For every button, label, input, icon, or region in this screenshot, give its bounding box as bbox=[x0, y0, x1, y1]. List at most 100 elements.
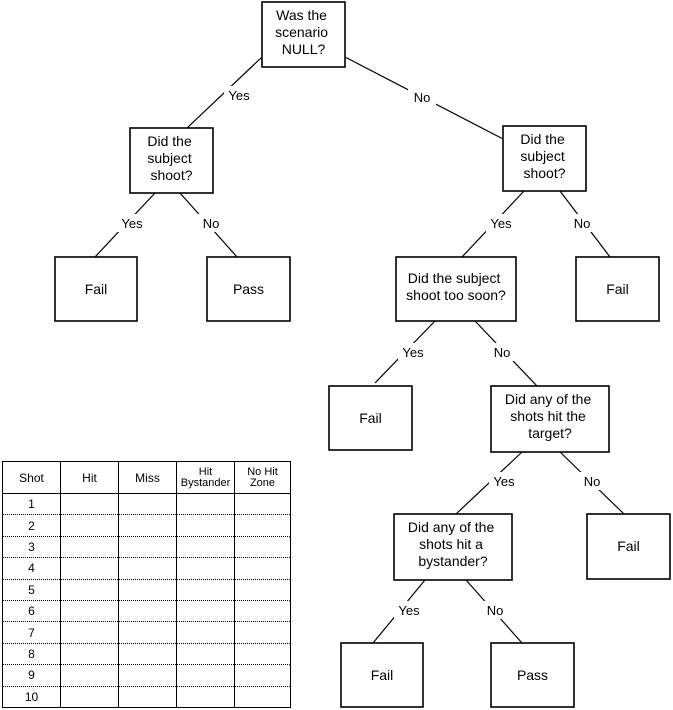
hit-cell bbox=[60, 493, 119, 516]
table-row: 8 bbox=[2, 643, 291, 666]
miss-cell bbox=[118, 664, 177, 687]
hit-bystander-cell bbox=[176, 493, 235, 516]
table-row: 3 bbox=[2, 536, 291, 559]
node-text-line: scenario bbox=[275, 24, 328, 40]
miss-cell bbox=[118, 557, 177, 580]
hit-cell bbox=[60, 643, 119, 666]
miss-cell bbox=[118, 493, 177, 516]
table-row: 10 bbox=[2, 686, 291, 708]
miss-cell bbox=[118, 514, 177, 537]
no-hit-zone-cell bbox=[234, 643, 291, 666]
table-row: 6 bbox=[2, 600, 291, 623]
no-hit-zone-cell bbox=[234, 579, 291, 601]
node-text-line: shots hit the bbox=[510, 408, 586, 424]
node-fail-label: Fail bbox=[85, 281, 108, 297]
svg-text:Did the subject shoot to: Did the subject shoot too soon? bbox=[406, 270, 506, 303]
node-text-line: NULL? bbox=[282, 41, 326, 57]
node-text-line: shots hit a bbox=[419, 536, 483, 552]
shot-number: 4 bbox=[2, 557, 61, 580]
hit-bystander-cell bbox=[176, 621, 235, 644]
svg-text:Did the subject sh: Did the subject shoot? bbox=[147, 133, 195, 183]
node-text-line: Did any of the bbox=[408, 519, 495, 535]
hit-cell bbox=[60, 536, 119, 559]
edge-label-yes: Yes bbox=[121, 216, 143, 231]
shot-number: 9 bbox=[2, 664, 61, 687]
header-line: Zone bbox=[249, 476, 276, 489]
hit-cell bbox=[60, 664, 119, 687]
node-hit-target: Did any of the shots hit the target? bbox=[490, 385, 610, 453]
node-text-line: Did any of the bbox=[505, 391, 592, 407]
node-fail-b: Fail bbox=[575, 256, 660, 322]
node-pass-a: Pass bbox=[206, 256, 291, 322]
node-fail-label: Fail bbox=[371, 667, 394, 683]
hit-bystander-cell bbox=[176, 600, 235, 623]
node-text-line: Did the subject bbox=[408, 270, 501, 286]
edge-label-yes: Yes bbox=[402, 345, 424, 360]
table-row: 5 bbox=[2, 579, 291, 601]
column-header-shot: Shot bbox=[2, 461, 61, 494]
node-text-line: bystander? bbox=[418, 553, 487, 569]
no-hit-zone-cell bbox=[234, 536, 291, 559]
hit-bystander-cell bbox=[176, 557, 235, 580]
node-text-line: shoot too soon? bbox=[406, 287, 506, 303]
svg-text:Did any of the shots hit: Did any of the shots hit the target? bbox=[505, 391, 595, 441]
hit-cell bbox=[60, 600, 119, 623]
node-fail-e: Fail bbox=[340, 642, 424, 708]
node-fail-a: Fail bbox=[54, 256, 138, 322]
hit-bystander-cell bbox=[176, 686, 235, 708]
node-root: Was the scenario NULL? bbox=[261, 1, 346, 68]
edge-label-no: No bbox=[574, 216, 591, 231]
edge-label-no: No bbox=[494, 345, 511, 360]
no-hit-zone-cell bbox=[234, 664, 291, 687]
table-row: 2 bbox=[2, 514, 291, 537]
shot-number: 10 bbox=[2, 686, 61, 708]
table-row: 9 bbox=[2, 664, 291, 687]
column-header-miss: Miss bbox=[118, 461, 177, 494]
header-line: No Hit bbox=[247, 465, 278, 478]
node-fail-d: Fail bbox=[586, 513, 671, 580]
hit-bystander-cell bbox=[176, 536, 235, 559]
node-hit-bystander: Did any of the shots hit a bystander? bbox=[393, 513, 513, 581]
node-text-line: Was the bbox=[276, 7, 327, 23]
edge-label-no: No bbox=[414, 90, 431, 105]
shot-number: 1 bbox=[2, 493, 61, 516]
table-row: 7 bbox=[2, 621, 291, 644]
hit-cell bbox=[60, 579, 119, 601]
node-fail-label: Fail bbox=[617, 538, 640, 554]
edge-label-no: No bbox=[584, 474, 601, 489]
shot-number: 6 bbox=[2, 600, 61, 623]
hit-bystander-cell bbox=[176, 643, 235, 666]
no-hit-zone-cell bbox=[234, 686, 291, 708]
node-right-shoot: Did the subject shoot? bbox=[502, 125, 587, 192]
miss-cell bbox=[118, 643, 177, 666]
shot-number: 3 bbox=[2, 536, 61, 559]
edge-labels: Yes No Yes No Yes No Yes No Yes No Yes N… bbox=[117, 86, 605, 619]
header-line: Hit bbox=[198, 465, 213, 478]
no-hit-zone-cell bbox=[234, 514, 291, 537]
svg-text:Did the subject sh: Did the subject shoot? bbox=[520, 131, 568, 181]
table-row: 1 bbox=[2, 493, 291, 516]
column-header-hit: Hit bbox=[60, 461, 119, 494]
header-line: Bystander bbox=[180, 476, 231, 489]
node-text-line: Did the bbox=[520, 131, 565, 147]
node-fail-label: Fail bbox=[606, 281, 629, 297]
hit-cell bbox=[60, 686, 119, 708]
hit-bystander-cell bbox=[176, 514, 235, 537]
hit-cell bbox=[60, 557, 119, 580]
node-text-line: subject bbox=[147, 150, 191, 166]
node-fail-label: Fail bbox=[359, 410, 382, 426]
node-text-line: target? bbox=[528, 425, 572, 441]
node-fail-c: Fail bbox=[328, 385, 413, 451]
node-text-line: subject bbox=[520, 148, 564, 164]
shot-number: 8 bbox=[2, 643, 61, 666]
table-row: 4 bbox=[2, 557, 291, 580]
no-hit-zone-cell bbox=[234, 621, 291, 644]
no-hit-zone-cell bbox=[234, 493, 291, 516]
miss-cell bbox=[118, 579, 177, 601]
shot-number: 7 bbox=[2, 621, 61, 644]
header-line: Hit bbox=[82, 470, 97, 485]
